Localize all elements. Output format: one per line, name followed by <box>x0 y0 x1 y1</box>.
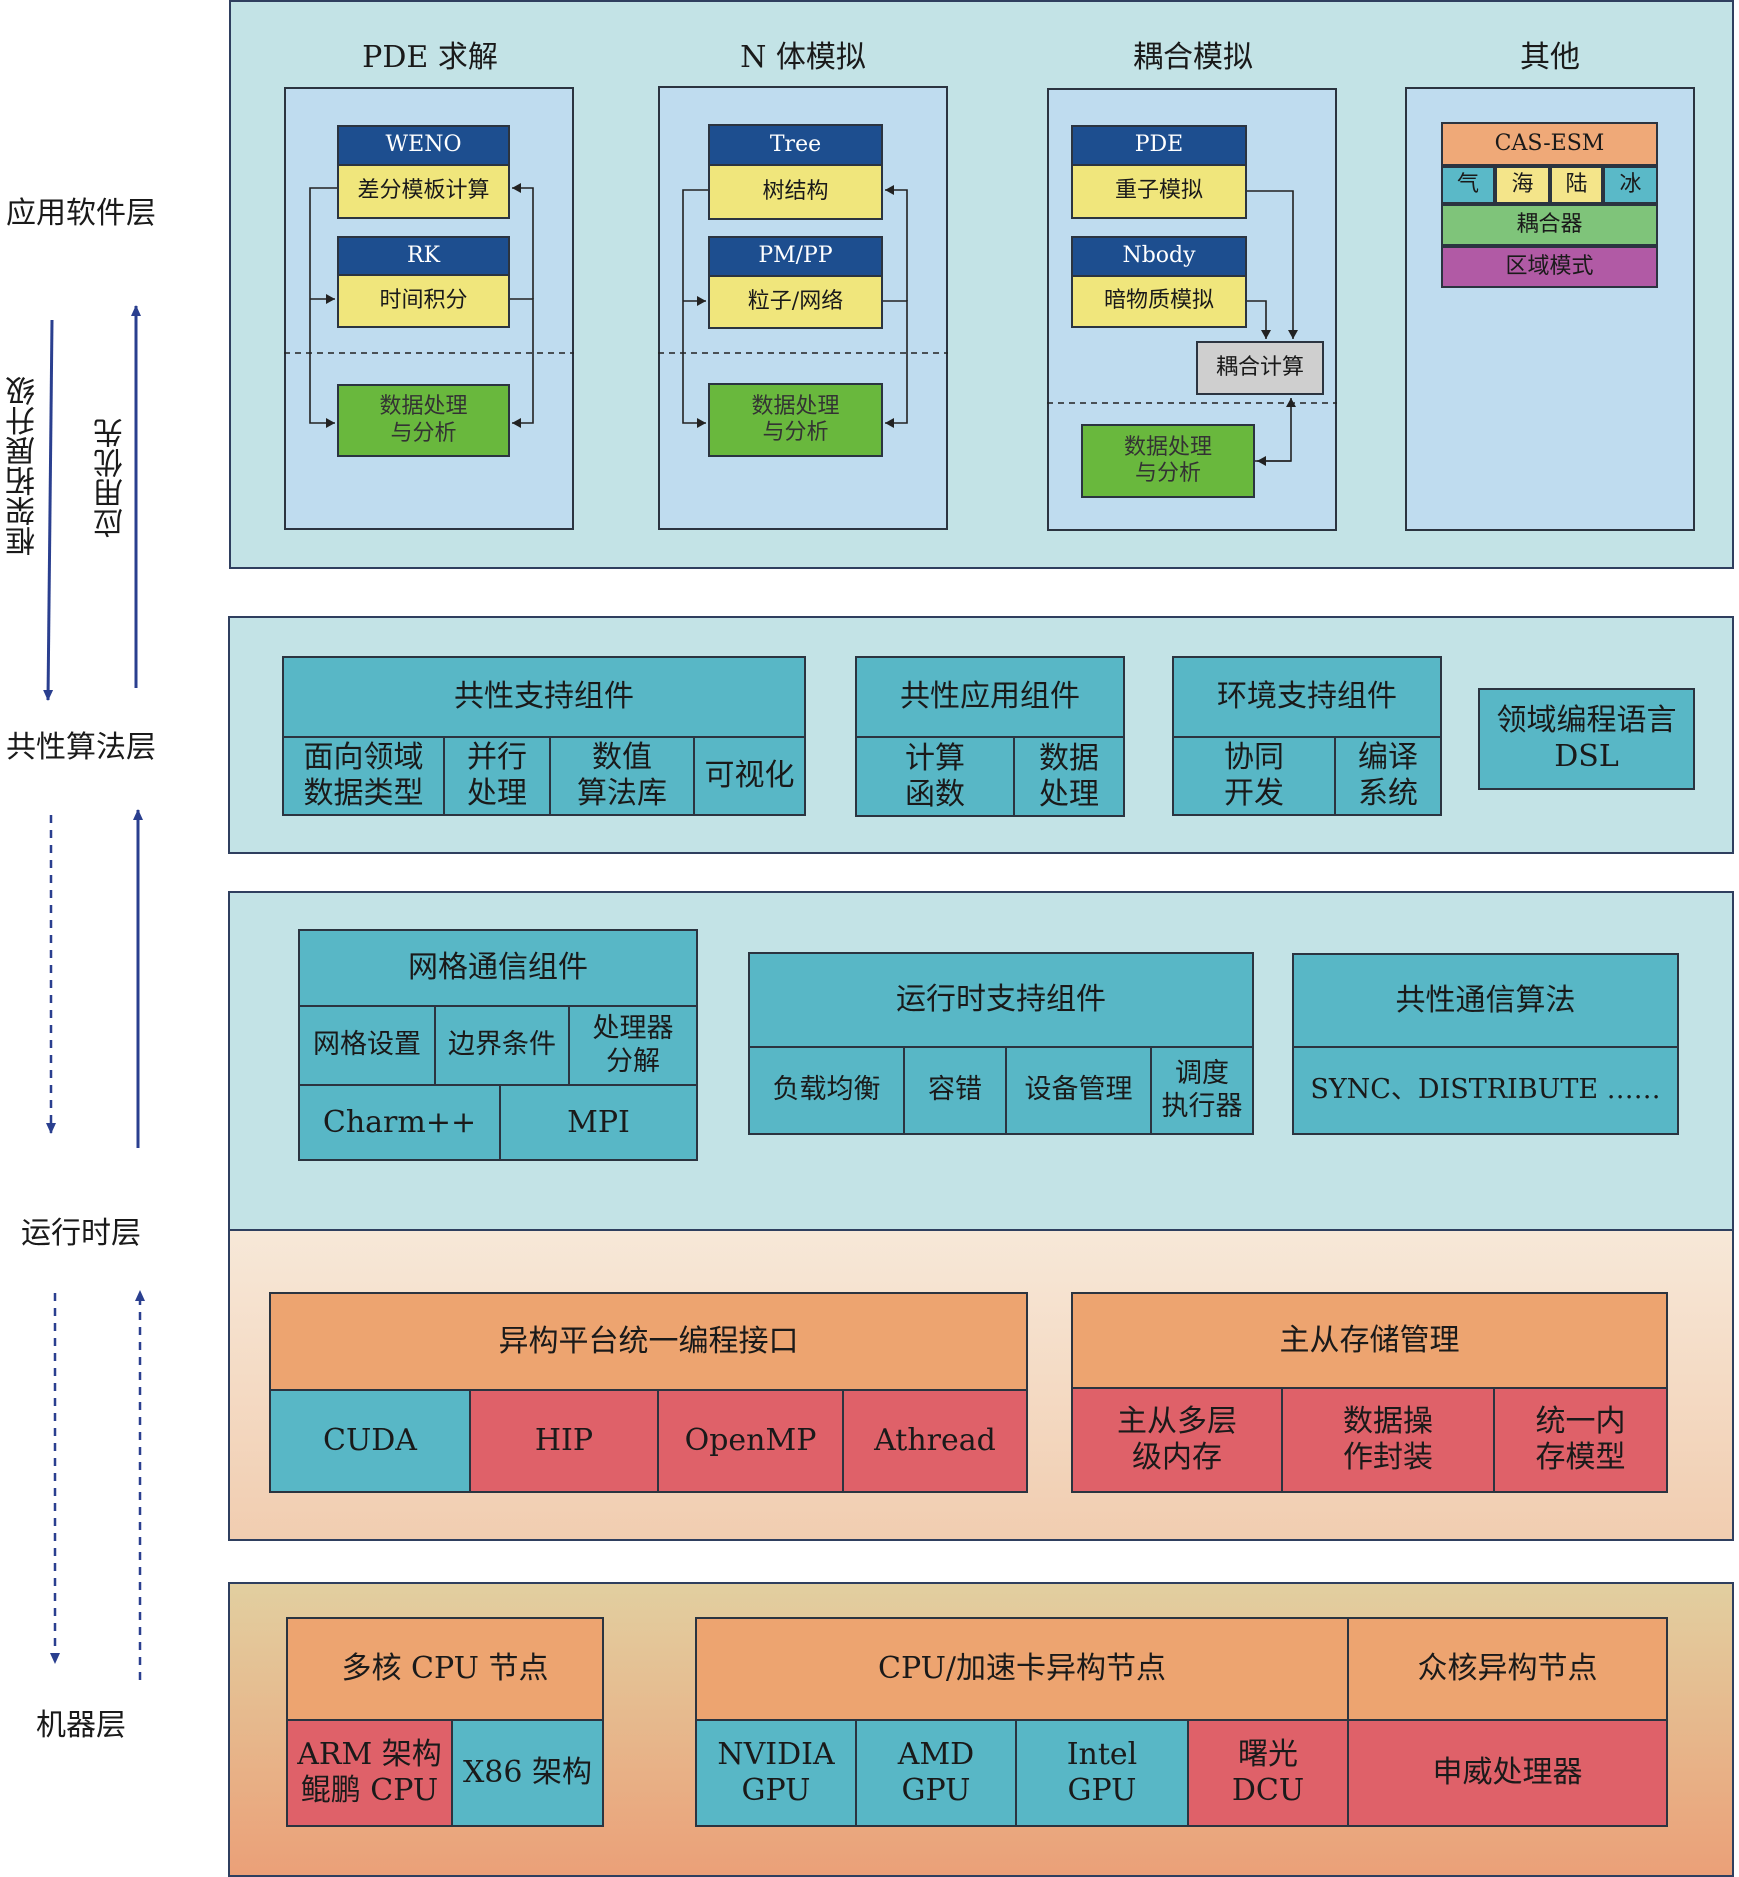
hetero-node-title: CPU/加速卡异构节点 <box>695 1617 1349 1721</box>
baryon-box: 重子模拟 <box>1071 164 1247 219</box>
sunway-cell: 申威处理器 <box>1347 1719 1668 1827</box>
scheduler-cell: 调度 执行器 <box>1150 1046 1254 1135</box>
arrow-label-app-first: 应用优先 <box>94 418 129 538</box>
rk-header: RK <box>337 236 510 276</box>
parallel-cell: 并行 处理 <box>443 736 551 816</box>
amd-gpu-cell: AMD GPU <box>855 1719 1017 1827</box>
runtime-support-title: 运行时支持组件 <box>748 952 1254 1048</box>
tree-header: Tree <box>708 124 883 166</box>
athread-cell: Athread <box>842 1389 1028 1493</box>
collab-dev-cell: 协同 开发 <box>1172 736 1336 816</box>
coupled-title: 耦合模拟 <box>1133 40 1253 75</box>
stencil-box: 差分模板计算 <box>337 164 510 219</box>
unified-interface-title: 异构平台统一编程接口 <box>269 1292 1028 1391</box>
nbody-title: N 体模拟 <box>740 40 866 75</box>
boundary-cell: 边界条件 <box>434 1005 570 1086</box>
mesh-setup-cell: 网格设置 <box>298 1005 436 1086</box>
coupler-box: 耦合器 <box>1441 204 1658 246</box>
time-integral-box: 时间积分 <box>337 274 510 328</box>
mpi-cell: MPI <box>499 1084 698 1161</box>
coupled-pde-header: PDE <box>1071 125 1247 166</box>
storage-mgmt-title: 主从存储管理 <box>1071 1292 1668 1389</box>
region-mode-box: 区域模式 <box>1441 246 1658 288</box>
cell-ice: 冰 <box>1603 166 1658 204</box>
compute-function-cell: 计算 函数 <box>855 736 1015 817</box>
data-op-wrap-cell: 数据操 作封装 <box>1281 1387 1495 1493</box>
numeric-lib-cell: 数值 算法库 <box>549 736 695 816</box>
compile-system-cell: 编译 系统 <box>1334 736 1442 816</box>
load-balance-cell: 负载均衡 <box>748 1046 905 1135</box>
mesh-comm-title: 网格通信组件 <box>298 929 698 1007</box>
cell-ocean: 海 <box>1495 166 1550 204</box>
common-support-title: 共性支持组件 <box>282 656 806 738</box>
unified-memory-cell: 统一内 存模型 <box>1493 1387 1668 1493</box>
domain-datatype-cell: 面向领域 数据类型 <box>282 736 445 816</box>
manycore-title: 众核异构节点 <box>1347 1617 1668 1721</box>
arrow-label-extend: 框架拓展升级 <box>6 376 41 556</box>
coupled-data-box: 数据处理 与分析 <box>1081 424 1255 498</box>
comm-algo-title: 共性通信算法 <box>1292 953 1679 1048</box>
nvidia-gpu-cell: NVIDIA GPU <box>695 1719 857 1827</box>
dark-matter-box: 暗物质模拟 <box>1071 275 1247 328</box>
sugon-dcu-cell: 曙光 DCU <box>1187 1719 1349 1827</box>
pmpp-header: PM/PP <box>708 236 883 277</box>
charm-cell: Charm++ <box>298 1084 501 1161</box>
cell-land: 陆 <box>1550 166 1603 204</box>
cas-esm-box: CAS-ESM <box>1441 122 1658 166</box>
couple-compute-box: 耦合计算 <box>1196 341 1324 395</box>
cuda-cell: CUDA <box>269 1389 471 1493</box>
layer-label-alg: 共性算法层 <box>6 730 156 765</box>
weno-header: WENO <box>337 125 510 166</box>
pde-data-box: 数据处理 与分析 <box>337 384 510 457</box>
tree-structure-box: 树结构 <box>708 164 883 220</box>
arm-cpu-cell: ARM 架构 鲲鹏 CPU <box>286 1719 453 1827</box>
layer-label-app: 应用软件层 <box>6 196 156 231</box>
nbody-data-box: 数据处理 与分析 <box>708 383 883 457</box>
layer-label-runtime: 运行时层 <box>21 1216 141 1251</box>
hip-cell: HIP <box>469 1389 659 1493</box>
x86-cell: X86 架构 <box>451 1719 604 1827</box>
arrow-extend-down <box>43 319 54 701</box>
device-mgmt-cell: 设备管理 <box>1005 1046 1152 1135</box>
data-process-cell: 数据 处理 <box>1013 736 1125 817</box>
layer-label-machine: 机器层 <box>36 1708 126 1743</box>
fault-tolerance-cell: 容错 <box>903 1046 1007 1135</box>
other-title: 其他 <box>1520 40 1580 75</box>
cell-atmosphere: 气 <box>1441 166 1495 204</box>
comm-algo-body: SYNC、DISTRIBUTE …… <box>1292 1046 1679 1135</box>
coupled-nbody-header: Nbody <box>1071 236 1247 277</box>
dsl-box: 领域编程语言 DSL <box>1478 688 1695 790</box>
common-app-title: 共性应用组件 <box>855 656 1125 738</box>
multilevel-memory-cell: 主从多层 级内存 <box>1071 1387 1283 1493</box>
intel-gpu-cell: Intel GPU <box>1015 1719 1189 1827</box>
multicore-cpu-title: 多核 CPU 节点 <box>286 1617 604 1721</box>
pde-title: PDE 求解 <box>362 40 498 75</box>
env-support-title: 环境支持组件 <box>1172 656 1442 738</box>
proc-decomp-cell: 处理器 分解 <box>568 1005 698 1086</box>
openmp-cell: OpenMP <box>657 1389 844 1493</box>
visualization-cell: 可视化 <box>693 736 806 816</box>
particle-mesh-box: 粒子/网络 <box>708 275 883 329</box>
